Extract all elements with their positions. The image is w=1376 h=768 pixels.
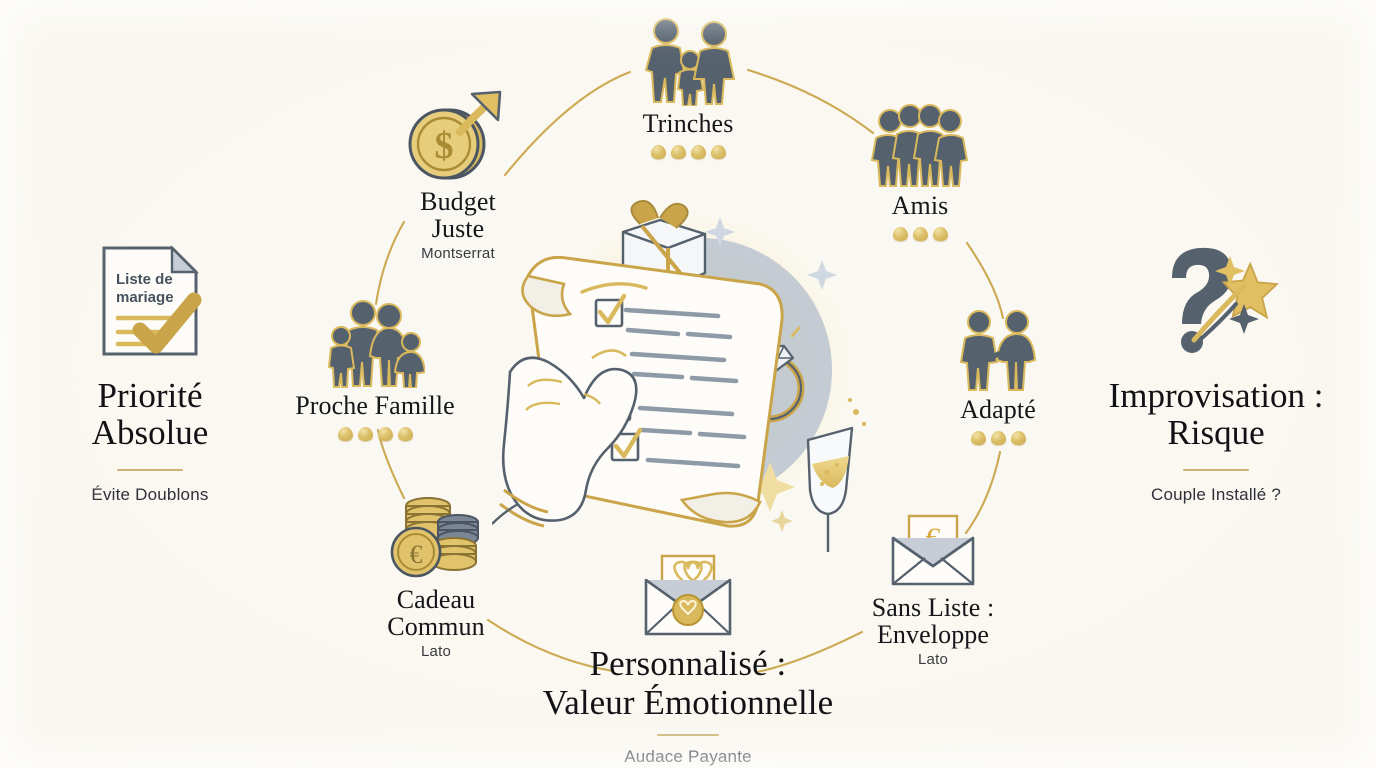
left-panel-subtitle: Évite Doublons <box>91 484 209 504</box>
node-divider <box>657 734 719 736</box>
rating-dot <box>932 226 948 241</box>
rating-dot <box>690 144 706 159</box>
node-subtitle: Lato <box>421 643 451 661</box>
rating-dots <box>883 430 1113 445</box>
node-subtitle: Audace Payante <box>624 747 752 766</box>
group-of-friends-icon <box>805 96 1035 188</box>
svg-text:$: $ <box>435 125 454 167</box>
node-proche-famille[interactable]: Proche Famille <box>260 296 490 441</box>
right-panel-divider <box>1183 468 1249 471</box>
family-three-people-icon <box>573 14 803 106</box>
node-trinches[interactable]: Trinches <box>573 14 803 159</box>
svg-text:Liste de: Liste de <box>116 271 173 288</box>
node-title: Proche Famille <box>295 391 455 420</box>
rating-dot <box>650 144 666 159</box>
rating-dot <box>377 426 393 441</box>
rating-dot <box>337 426 353 441</box>
rating-dot <box>1010 430 1026 445</box>
node-title: Adapté <box>960 395 1036 424</box>
node-title: Budget Juste <box>420 187 496 243</box>
node-title: Cadeau Commun <box>387 585 485 641</box>
node-subtitle: Montserrat <box>421 245 495 263</box>
rating-dot <box>357 426 373 441</box>
left-panel: Liste de mariage Priorité Absolue Évite … <box>0 240 300 505</box>
rating-dot <box>670 144 686 159</box>
node-title: Amis <box>891 191 949 220</box>
rating-dot <box>710 144 726 159</box>
node-budget-juste[interactable]: $ Budget Juste Montserrat <box>343 90 573 263</box>
rating-dot <box>892 226 908 241</box>
node-title: Trinches <box>642 109 734 138</box>
couple-holding-hands-icon <box>883 300 1113 392</box>
node-amis[interactable]: Amis <box>805 96 1035 241</box>
node-cadeau-commun[interactable]: € Cadeau Commun Lato <box>321 490 551 660</box>
stack-of-coins-euro-icon: € <box>321 490 551 582</box>
rating-dot <box>397 426 413 441</box>
rating-dots <box>260 426 490 441</box>
left-panel-title: Priorité Absolue <box>91 376 209 452</box>
node-adapte[interactable]: Adapté <box>883 300 1113 445</box>
rating-dot <box>912 226 928 241</box>
right-panel-subtitle: Couple Installé ? <box>1150 484 1282 504</box>
wedding-list-document-check-icon: Liste de mariage <box>0 240 300 360</box>
svg-text:mariage: mariage <box>116 289 174 306</box>
svg-text:€: € <box>410 540 423 569</box>
rating-dot <box>970 430 986 445</box>
rating-dot <box>990 430 1006 445</box>
family-four-people-icon <box>260 296 490 388</box>
left-panel-divider <box>117 468 183 471</box>
dollar-coin-growth-arrow-icon: $ <box>343 90 573 184</box>
rating-dots <box>573 144 803 159</box>
rating-dots <box>805 226 1035 241</box>
